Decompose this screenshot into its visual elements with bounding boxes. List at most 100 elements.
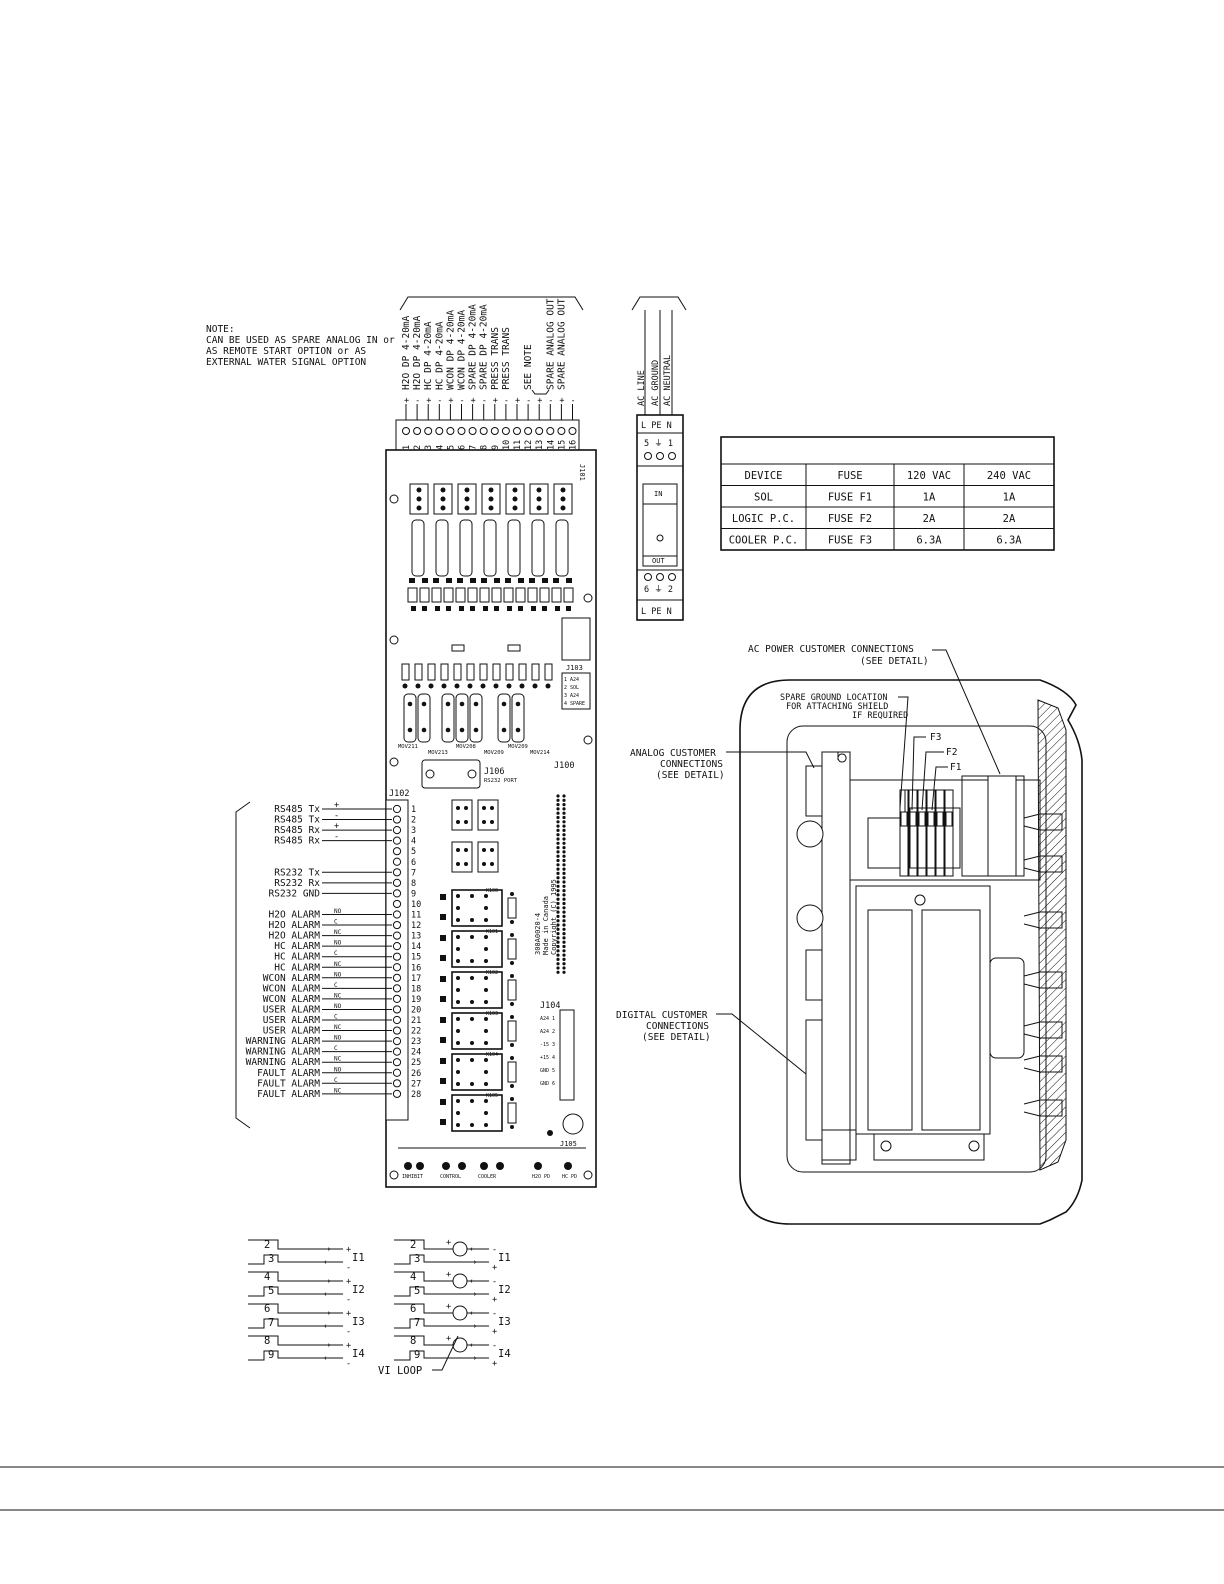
analog-polarity: + [448,396,453,406]
digital-terminal-screw[interactable] [392,984,402,993]
analog-terminal-screw[interactable] [501,427,510,435]
loop-terminal-number: 9 [268,1349,274,1361]
digital-terminal-number: 5 [411,847,416,857]
svg-text:→: → [470,1352,476,1364]
analog-label: PRESS TRANS [501,327,512,390]
svg-text:+: + [346,1277,351,1287]
board-mount-hole [583,593,593,603]
analog-terminal-screw[interactable] [479,427,488,435]
digital-terminal-screw[interactable] [392,963,402,972]
analog-terminal-screw[interactable] [457,427,466,435]
analog-terminal-screw[interactable] [524,427,533,435]
svg-text:→: → [324,1275,330,1287]
digital-terminal-screw[interactable] [392,836,402,845]
j103-row: 1 A24 [564,677,579,683]
digital-terminal-label: H2O ALARM [269,910,321,921]
digital-terminal-screw[interactable] [392,847,402,856]
relay-label: K100 [486,888,498,894]
analog-polarity: - [437,396,442,406]
analog-terminal-screw[interactable] [435,427,444,435]
analog-terminal-screw[interactable] [413,427,422,435]
analog-terminal-screw[interactable] [568,427,577,435]
analog-label: H2O DP 4-20mA [412,315,423,390]
test-point-label: COOLER [478,1174,497,1180]
analog-terminal-number: 5 [446,445,456,450]
analog-terminal-screw[interactable] [513,427,521,435]
digital-terminal-screw[interactable] [392,878,402,887]
digital-terminal-screw[interactable] [392,826,402,835]
digital-terminal-screw[interactable] [392,804,402,814]
digital-terminal-number: 25 [411,1058,421,1068]
callout-ac-power-see: (SEE DETAIL) [860,656,929,667]
analog-terminal-screw[interactable] [402,427,410,435]
digital-terminal-screw[interactable] [392,973,402,982]
loop-current-label: I1 [352,1252,365,1264]
analog-terminal-screw[interactable] [490,427,499,435]
digital-terminal-screw[interactable] [392,1005,402,1014]
mov-label: MOV213 [428,750,448,756]
loop-terminal-number: 3 [414,1253,420,1265]
digital-terminal-screw[interactable] [392,994,402,1004]
mov-label: MOV214 [530,750,551,756]
digital-terminal-sign: C [334,1077,338,1084]
test-point-label: H2O PD [532,1174,550,1180]
analog-terminal-screw[interactable] [424,427,433,435]
board-mount-hole [389,757,399,767]
digital-terminal-screw[interactable] [392,899,402,909]
ac-power-switch[interactable] [642,483,678,567]
analog-terminal-screw[interactable] [557,427,566,435]
svg-text:←: ← [470,1339,476,1351]
digital-terminal-label: WCON ALARM [263,983,320,994]
digital-terminal-screw[interactable] [392,1068,402,1077]
digital-terminal-sign: NC [334,961,342,968]
digital-terminal-screw[interactable] [392,920,402,930]
digital-terminal-screw[interactable] [392,1026,402,1035]
loop-terminal-number: 7 [268,1317,274,1329]
digital-terminal-sign: C [334,1045,338,1052]
analog-terminal-number: 7 [469,445,479,450]
board-copyright: 300A0020-4 Made in Canada Copyright (C) … [534,879,558,955]
digital-terminal-sign: - [334,832,339,842]
digital-terminal-screw[interactable] [392,857,402,866]
j103-row: 3 A24 [564,693,579,699]
digital-terminal-label: USER ALARM [263,1004,320,1015]
digital-terminal-screw[interactable] [392,1058,402,1067]
digital-terminal-screw[interactable] [392,868,402,877]
digital-terminal-screw[interactable] [392,815,402,824]
loop-terminal-number: 8 [410,1335,416,1347]
board-mount-hole [389,1170,399,1180]
j104-row: GND 6 [540,1081,555,1087]
analog-label: H2O DP 4-20mA [401,315,412,390]
analog-terminal-number: 6 [458,445,468,450]
svg-text:←: ← [324,1352,330,1364]
digital-terminal-screw[interactable] [392,1015,402,1025]
digital-terminal-screw[interactable] [392,952,402,961]
digital-terminal-label: WARNING ALARM [246,1036,321,1047]
analog-terminal-screw[interactable] [468,427,477,435]
digital-terminal-number: 21 [411,1016,421,1026]
digital-terminal-screw[interactable] [392,1079,402,1088]
j102-label: J102 [389,789,409,799]
digital-terminal-screw[interactable] [392,889,402,898]
digital-terminal-number: 26 [411,1069,421,1079]
analog-terminal-number: 16 [569,440,579,450]
analog-terminal-number: 1 [402,445,412,450]
mov-label: MOV209 [508,744,528,750]
digital-terminal-screw[interactable] [392,931,402,940]
analog-terminal-screw[interactable] [446,427,455,435]
svg-text:+: + [492,1295,497,1305]
digital-terminal-screw[interactable] [392,942,402,951]
analog-terminal-number: 10 [502,440,512,450]
digital-terminal-sign: NO [334,971,342,978]
digital-terminal-screw[interactable] [392,1047,402,1056]
j104-row: A24 1 [540,1016,555,1022]
analog-terminal-screw[interactable] [535,427,544,435]
digital-terminal-screw[interactable] [392,910,402,919]
analog-terminal-number: 3 [424,445,434,450]
digital-terminal-screw[interactable] [392,1089,402,1098]
digital-terminal-number: 19 [411,995,421,1005]
board-components: MOV211MOV213MOV208MOV209MOV209MOV214K100… [398,483,574,1136]
digital-terminal-screw[interactable] [392,1037,402,1046]
analog-terminal-screw[interactable] [546,427,555,435]
